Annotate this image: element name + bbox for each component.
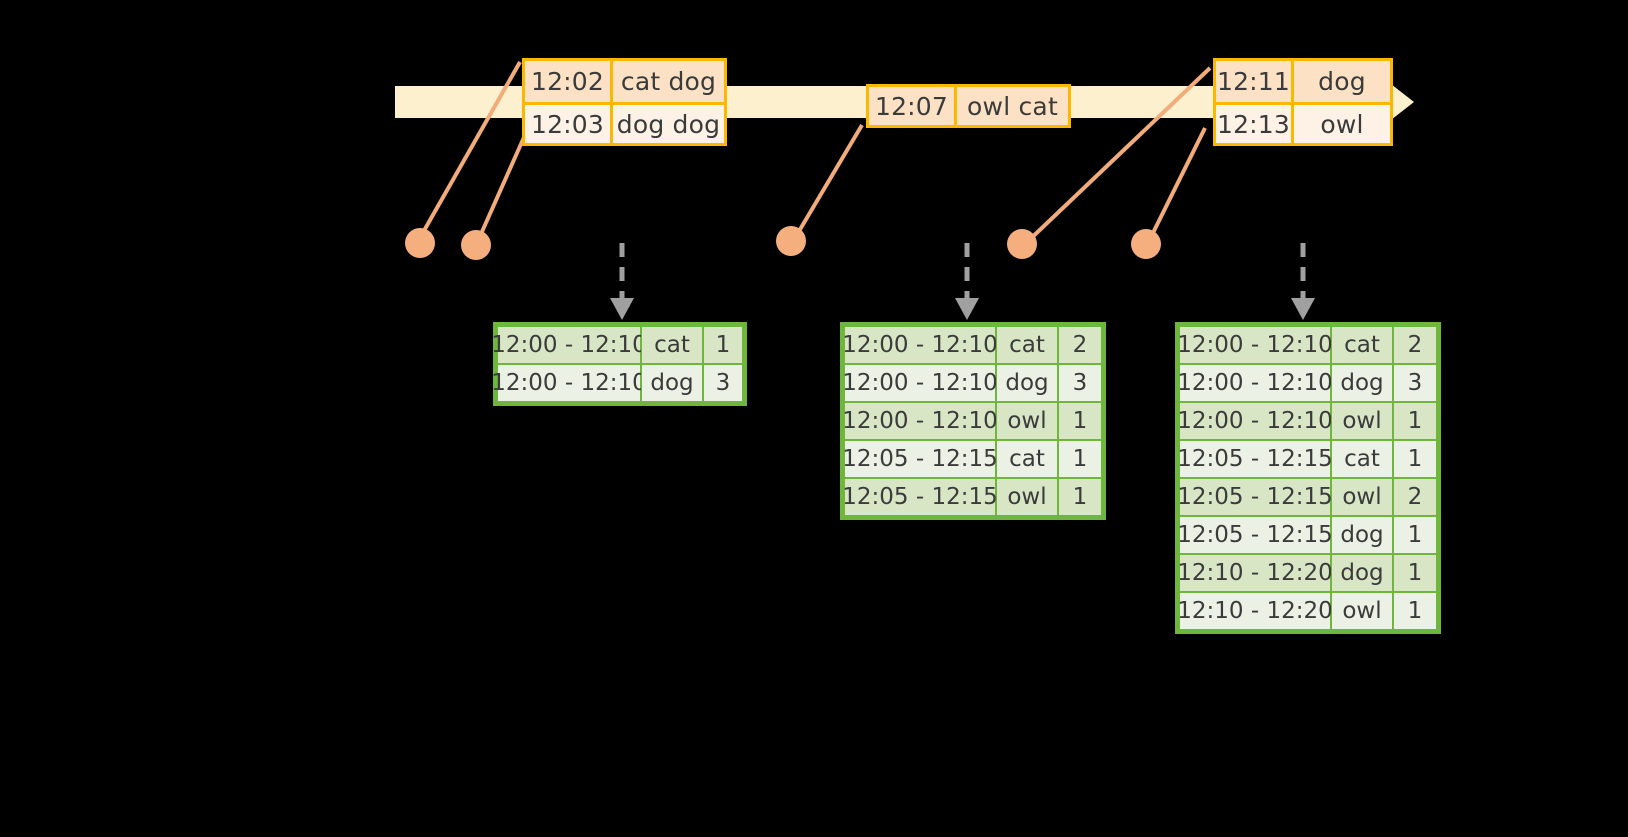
event-dot-4 bbox=[1007, 229, 1037, 259]
table-row[interactable]: 12:00 - 12:10 cat 2 bbox=[1177, 326, 1437, 364]
table-row[interactable]: 12:00 - 12:10 dog 3 bbox=[1177, 364, 1437, 402]
event-group-3[interactable]: 12:11 dog 12:13 owl bbox=[1213, 58, 1393, 146]
cell-word: cat bbox=[996, 440, 1058, 478]
connector-line-5 bbox=[1145, 127, 1207, 246]
event-time: 12:02 bbox=[525, 61, 613, 102]
connector-line-2 bbox=[475, 134, 527, 244]
cell-word: dog bbox=[1331, 554, 1393, 592]
cell-window: 12:00 - 12:10 bbox=[491, 326, 647, 364]
event-row[interactable]: 12:13 owl bbox=[1216, 102, 1390, 143]
cell-word: dog bbox=[1331, 364, 1393, 402]
event-words: owl cat bbox=[957, 87, 1068, 125]
cell-word: dog bbox=[1331, 516, 1393, 554]
table-row[interactable]: 12:05 - 12:15 cat 1 bbox=[1177, 440, 1437, 478]
cell-word: owl bbox=[1331, 478, 1393, 516]
cell-word: cat bbox=[996, 326, 1058, 364]
cell-word: owl bbox=[996, 402, 1058, 440]
event-dot-3 bbox=[776, 226, 806, 256]
table-row[interactable]: 12:00 - 12:10 dog 3 bbox=[842, 364, 1102, 402]
cell-window: 12:00 - 12:10 bbox=[842, 364, 998, 402]
cell-count: 3 bbox=[703, 364, 743, 402]
event-row[interactable]: 12:11 dog bbox=[1216, 61, 1390, 102]
dashed-arrow-3 bbox=[1291, 243, 1315, 320]
event-words: dog bbox=[1294, 61, 1390, 102]
result-table-1[interactable]: 12:00 - 12:10 cat 1 12:00 - 12:10 dog 3 bbox=[491, 322, 747, 406]
cell-window: 12:10 - 12:20 bbox=[1177, 592, 1333, 630]
cell-count: 1 bbox=[1393, 402, 1437, 440]
cell-window: 12:00 - 12:10 bbox=[1177, 364, 1333, 402]
cell-count: 3 bbox=[1058, 364, 1102, 402]
event-group-2[interactable]: 12:07 owl cat bbox=[866, 84, 1071, 128]
event-time: 12:13 bbox=[1216, 105, 1294, 143]
result-table-2[interactable]: 12:00 - 12:10 cat 2 12:00 - 12:10 dog 3 … bbox=[840, 322, 1106, 520]
cell-window: 12:05 - 12:15 bbox=[842, 440, 998, 478]
cell-word: dog bbox=[996, 364, 1058, 402]
cell-word: owl bbox=[996, 478, 1058, 516]
cell-word: cat bbox=[1331, 440, 1393, 478]
table-row[interactable]: 12:00 - 12:10 owl 1 bbox=[1177, 402, 1437, 440]
result-table-3[interactable]: 12:00 - 12:10 cat 2 12:00 - 12:10 dog 3 … bbox=[1175, 322, 1441, 634]
dashed-arrow-1 bbox=[610, 243, 634, 320]
table-row[interactable]: 12:10 - 12:20 dog 1 bbox=[1177, 554, 1437, 592]
dashed-arrow-2 bbox=[955, 243, 979, 320]
event-group-1[interactable]: 12:02 cat dog 12:03 dog dog bbox=[522, 58, 727, 146]
cell-window: 12:10 - 12:20 bbox=[1177, 554, 1333, 592]
cell-count: 1 bbox=[1058, 402, 1102, 440]
cell-window: 12:00 - 12:10 bbox=[842, 326, 998, 364]
event-time: 12:03 bbox=[525, 105, 613, 143]
event-row[interactable]: 12:03 dog dog bbox=[525, 102, 724, 143]
cell-window: 12:00 - 12:10 bbox=[1177, 402, 1333, 440]
event-words: dog dog bbox=[613, 105, 724, 143]
cell-window: 12:00 - 12:10 bbox=[1177, 326, 1333, 364]
cell-window: 12:00 - 12:10 bbox=[842, 402, 998, 440]
cell-word: owl bbox=[1331, 592, 1393, 630]
event-time: 12:07 bbox=[869, 87, 957, 125]
connector-line-3 bbox=[790, 123, 864, 245]
cell-word: dog bbox=[641, 364, 703, 402]
cell-window: 12:05 - 12:15 bbox=[1177, 440, 1333, 478]
cell-count: 1 bbox=[1058, 478, 1102, 516]
cell-word: owl bbox=[1331, 402, 1393, 440]
event-words: owl bbox=[1294, 105, 1390, 143]
cell-count: 1 bbox=[1393, 554, 1437, 592]
cell-count: 2 bbox=[1058, 326, 1102, 364]
table-row[interactable]: 12:05 - 12:15 cat 1 bbox=[842, 440, 1102, 478]
table-row[interactable]: 12:00 - 12:10 dog 3 bbox=[491, 364, 743, 402]
cell-window: 12:05 - 12:15 bbox=[1177, 516, 1333, 554]
cell-count: 2 bbox=[1393, 326, 1437, 364]
event-dot-2 bbox=[461, 230, 491, 260]
table-row[interactable]: 12:00 - 12:10 cat 2 bbox=[842, 326, 1102, 364]
event-dot-5 bbox=[1131, 229, 1161, 259]
event-words: cat dog bbox=[613, 61, 724, 102]
cell-count: 1 bbox=[1393, 516, 1437, 554]
cell-count: 3 bbox=[1393, 364, 1437, 402]
event-row[interactable]: 12:02 cat dog bbox=[525, 61, 724, 102]
cell-count: 1 bbox=[1058, 440, 1102, 478]
event-dot-1 bbox=[405, 228, 435, 258]
cell-word: cat bbox=[1331, 326, 1393, 364]
table-row[interactable]: 12:00 - 12:10 owl 1 bbox=[842, 402, 1102, 440]
cell-word: cat bbox=[641, 326, 703, 364]
table-row[interactable]: 12:05 - 12:15 owl 1 bbox=[842, 478, 1102, 516]
cell-count: 2 bbox=[1393, 478, 1437, 516]
cell-count: 1 bbox=[703, 326, 743, 364]
event-row[interactable]: 12:07 owl cat bbox=[869, 87, 1068, 125]
cell-count: 1 bbox=[1393, 592, 1437, 630]
cell-window: 12:05 - 12:15 bbox=[842, 478, 998, 516]
table-row[interactable]: 12:10 - 12:20 owl 1 bbox=[1177, 592, 1437, 630]
cell-count: 1 bbox=[1393, 440, 1437, 478]
table-row[interactable]: 12:00 - 12:10 cat 1 bbox=[491, 326, 743, 364]
table-row[interactable]: 12:05 - 12:15 dog 1 bbox=[1177, 516, 1437, 554]
event-time: 12:11 bbox=[1216, 61, 1294, 102]
table-row[interactable]: 12:05 - 12:15 owl 2 bbox=[1177, 478, 1437, 516]
cell-window: 12:00 - 12:10 bbox=[491, 364, 647, 402]
cell-window: 12:05 - 12:15 bbox=[1177, 478, 1333, 516]
